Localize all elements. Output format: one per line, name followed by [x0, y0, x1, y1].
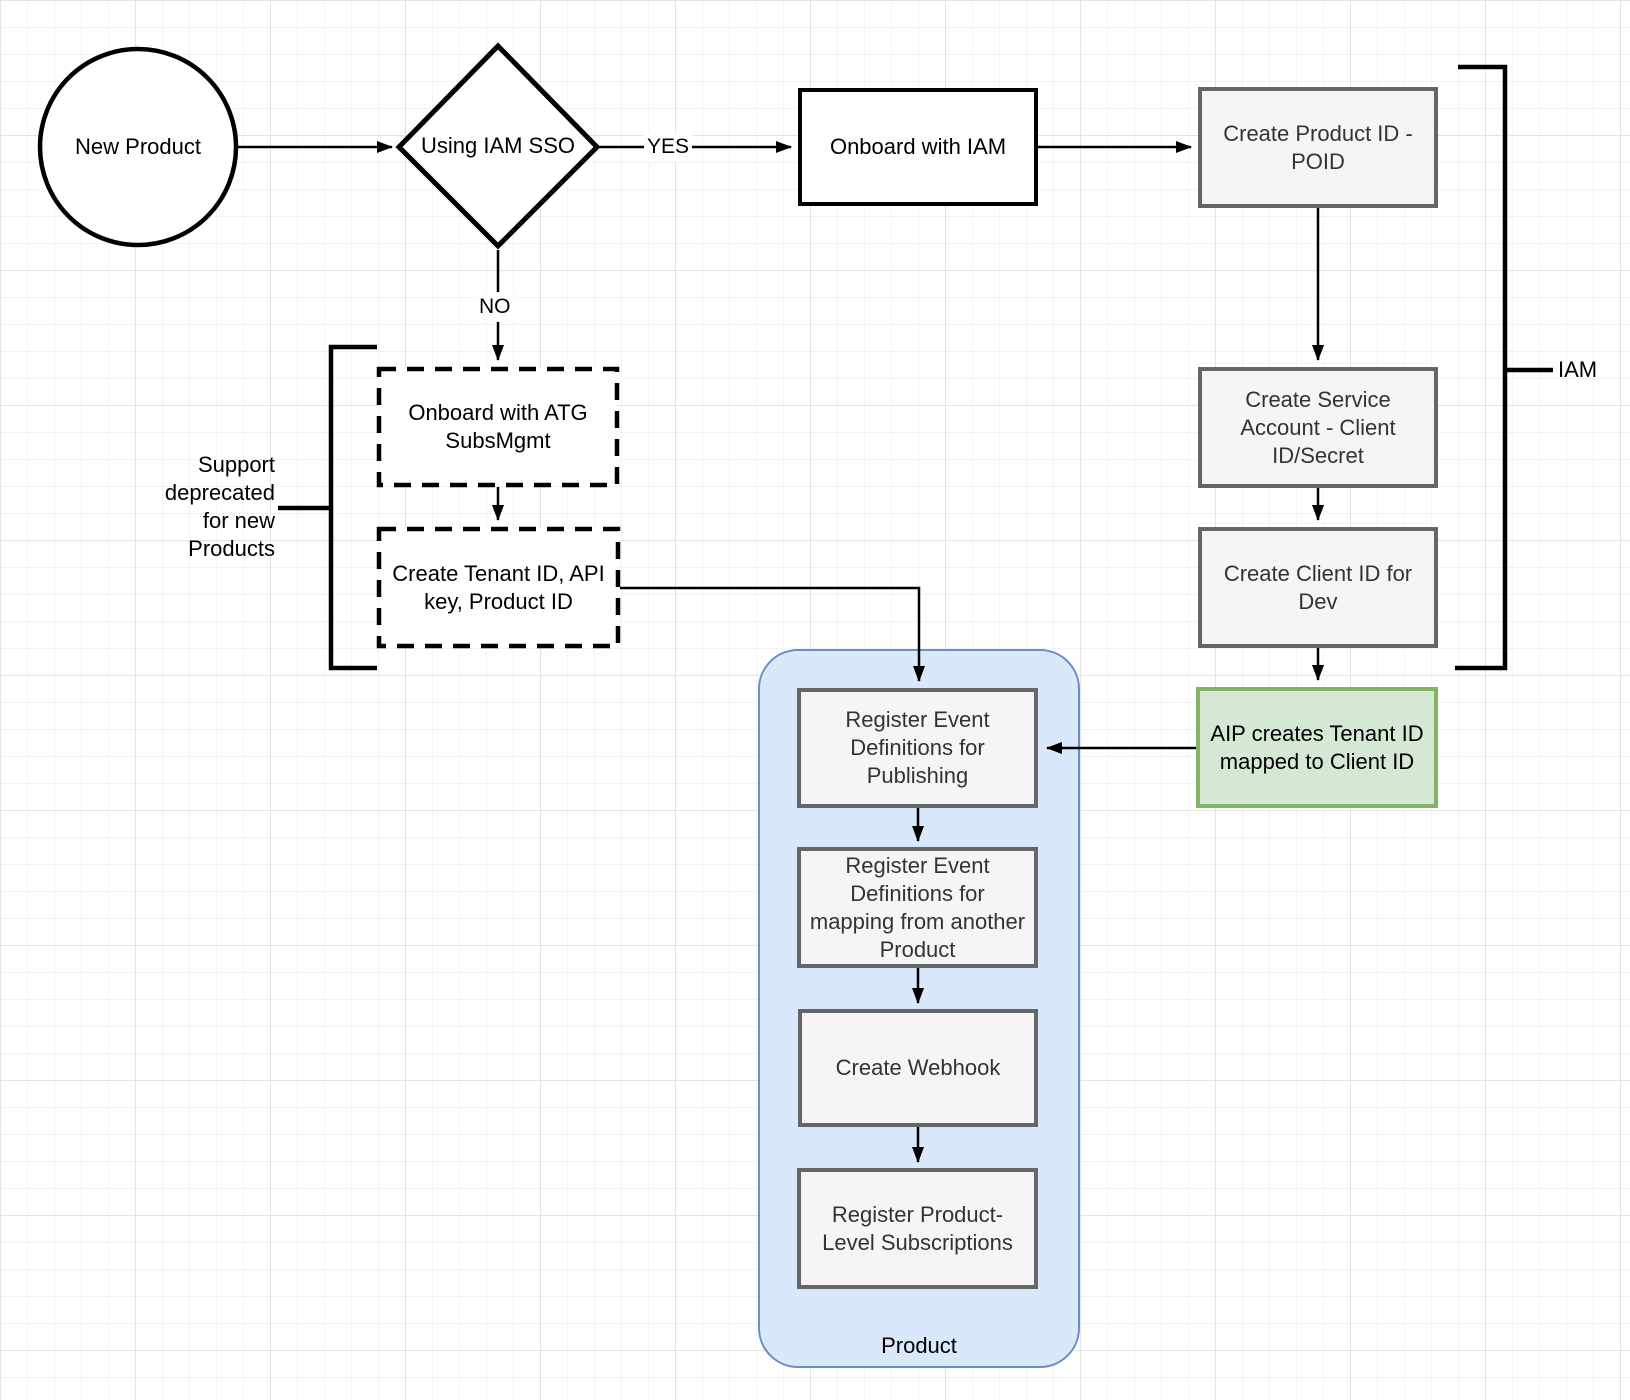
create-tenant-id-box[interactable]: [376, 526, 621, 649]
edge-label-no: NO: [476, 292, 514, 322]
edge-label-yes: YES: [644, 132, 693, 162]
node-register-event-mapping[interactable]: Register Event Definitions for mapping f…: [797, 847, 1038, 968]
support-deprecated-bracket: [328, 344, 377, 671]
create-tenant-id-label: Create Tenant ID, API key, Product ID: [392, 560, 605, 614]
using-iam-sso-diamond[interactable]: [395, 42, 601, 250]
support-deprecated-note: Support deprecated for new Products: [164, 452, 275, 561]
iam-bracket-label: IAM: [1558, 357, 1598, 382]
iam-bracket: [1455, 64, 1508, 671]
product-container-label: Product: [881, 1333, 957, 1358]
node-aip-creates-tenant-id[interactable]: AIP creates Tenant ID mapped to Client I…: [1196, 687, 1438, 808]
edge-tenantid-to-register-publishing: [620, 586, 925, 682]
node-register-event-publishing[interactable]: Register Event Definitions for Publishin…: [797, 688, 1038, 808]
node-create-webhook[interactable]: Create Webhook: [798, 1009, 1038, 1127]
node-create-product-id[interactable]: Create Product ID - POID: [1198, 87, 1438, 208]
new-product-label: New Product: [75, 134, 201, 159]
node-register-product-subscriptions[interactable]: Register Product- Level Subscriptions: [797, 1168, 1038, 1289]
node-create-client-id-dev[interactable]: Create Client ID for Dev: [1198, 527, 1438, 648]
using-iam-sso-label: Using IAM SSO: [420, 133, 576, 158]
node-create-service-account[interactable]: Create Service Account - Client ID/Secre…: [1198, 367, 1438, 488]
onboard-with-atg-label: Onboard with ATG SubsMgmt: [408, 400, 588, 453]
node-onboard-with-iam[interactable]: Onboard with IAM: [798, 88, 1038, 206]
new-product-circle[interactable]: [37, 46, 239, 248]
onboard-with-atg-box[interactable]: [376, 366, 620, 488]
